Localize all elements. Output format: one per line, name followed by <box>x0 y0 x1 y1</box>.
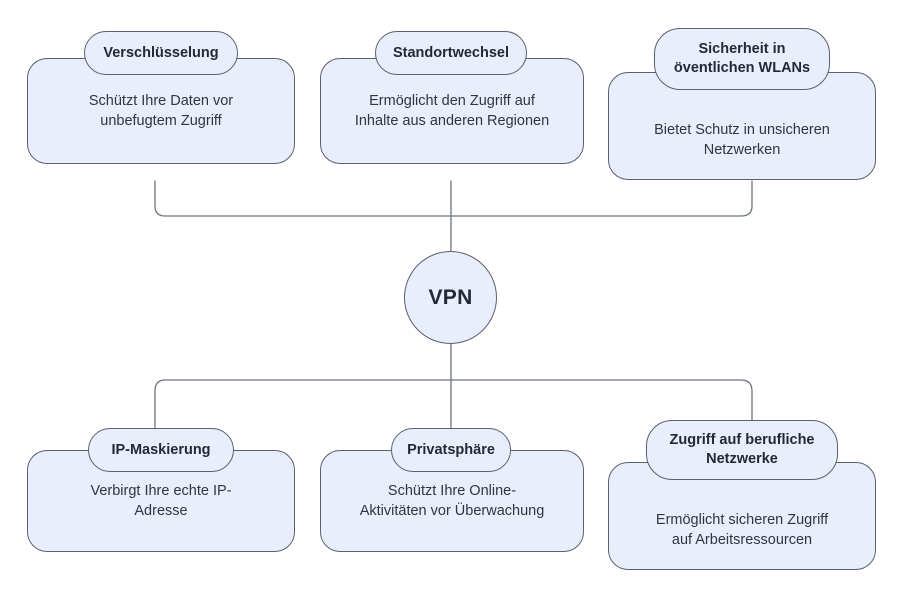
node-title: Sicherheit in öventlichen WLANs <box>673 41 811 76</box>
node-header-standortwechsel[interactable]: Standortwechsel <box>375 31 527 75</box>
center-node-label: VPN <box>428 285 473 309</box>
node-description: Bietet Schutz in unsicheren Netzwerken <box>654 122 830 158</box>
node-title: Standortwechsel <box>392 44 510 61</box>
node-header-zugriff-berufliche-netzwerke[interactable]: Zugriff auf berufliche Netzwerke <box>646 420 838 480</box>
center-node-vpn[interactable]: VPN <box>404 251 497 344</box>
node-description: Schützt Ihre Daten vor unbefugtem Zugrif… <box>88 93 234 129</box>
connector-top-rail <box>154 180 753 217</box>
node-description: Ermöglicht sicheren Zugriff auf Arbeitsr… <box>655 512 829 548</box>
node-header-sicherheit-oeffentliche-wlans[interactable]: Sicherheit in öventlichen WLANs <box>654 28 830 90</box>
node-header-privatsphaere[interactable]: Privatsphäre <box>391 428 511 472</box>
node-description: Schützt Ihre Online- Aktivitäten vor Übe… <box>359 483 545 519</box>
node-title: Zugriff auf berufliche Netzwerke <box>669 432 815 467</box>
node-description: Ermöglicht den Zugriff auf Inhalte aus a… <box>354 93 550 129</box>
node-title: Privatsphäre <box>407 441 495 458</box>
node-body-sicherheit-oeffentliche-wlans: Bietet Schutz in unsicheren Netzwerken <box>608 72 876 180</box>
node-description: Verbirgt Ihre echte IP- Adresse <box>90 483 232 519</box>
node-header-ip-maskierung[interactable]: IP-Maskierung <box>88 428 234 472</box>
node-header-verschluesselung[interactable]: Verschlüsselung <box>84 31 238 75</box>
node-body-verschluesselung: Schützt Ihre Daten vor unbefugtem Zugrif… <box>27 58 295 164</box>
node-body-standortwechsel: Ermöglicht den Zugriff auf Inhalte aus a… <box>320 58 584 164</box>
node-title: Verschlüsselung <box>103 44 219 61</box>
node-body-zugriff-berufliche-netzwerke: Ermöglicht sicheren Zugriff auf Arbeitsr… <box>608 462 876 570</box>
node-title: IP-Maskierung <box>111 441 211 458</box>
